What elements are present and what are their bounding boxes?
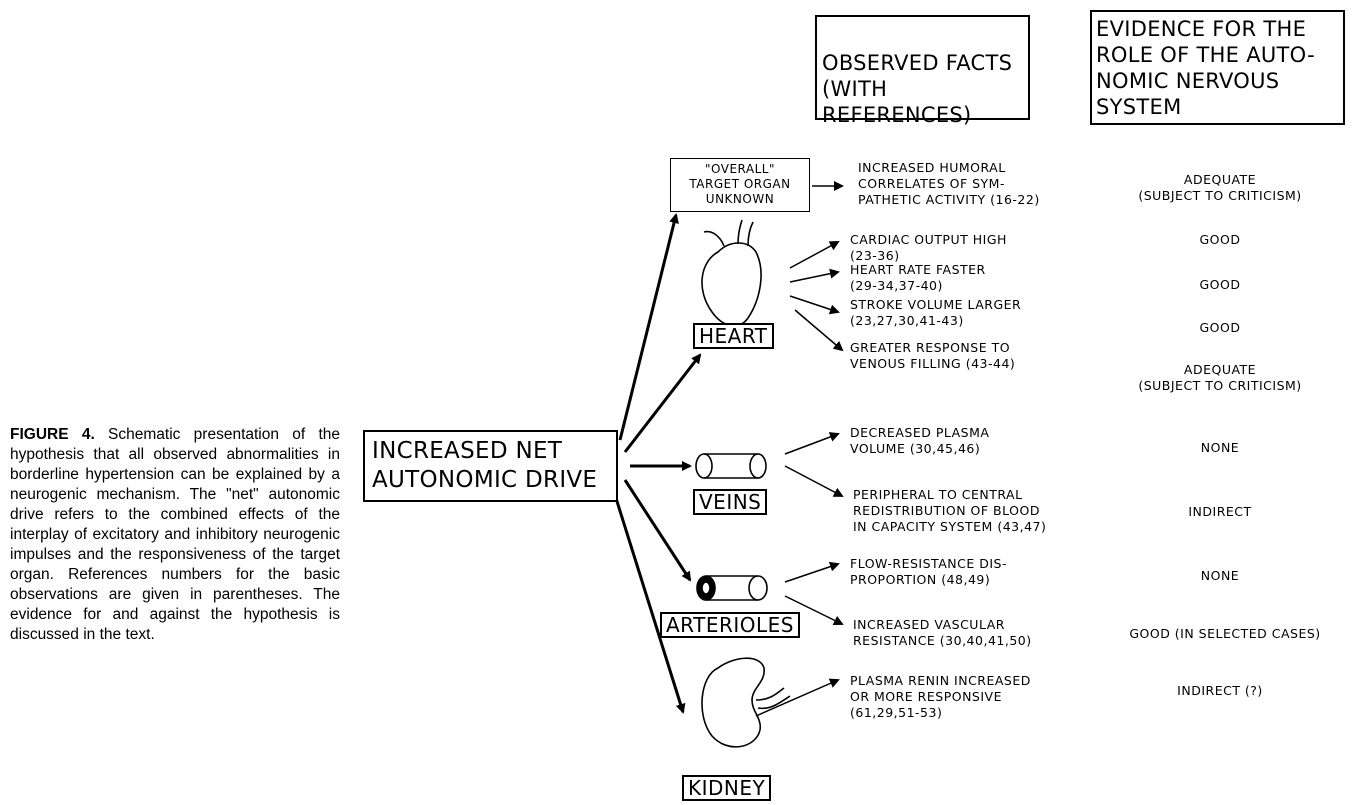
source-box (363, 430, 618, 502)
figure-caption-text: Schematic presentation of the hypothesis… (10, 426, 340, 643)
arrow-heart-response (794, 309, 844, 352)
arrow-to-kidney (613, 494, 686, 714)
evidence-header: EVIDENCE FOR THE ROLE OF THE AUTO- NOMIC… (1096, 17, 1315, 119)
heart-icon (701, 219, 762, 327)
evidence-flow-resistance: NONE (1200, 568, 1240, 583)
evidence-redistribution: INDIRECT (1188, 504, 1252, 519)
fact-humoral: INCREASED HUMORAL CORRELATES OF SYM- PAT… (858, 160, 1040, 207)
figure-label: FIGURE 4. (10, 426, 95, 443)
evidence-venous-response: ADEQUATE (SUBJECT TO CRITICISM) (1138, 362, 1302, 393)
fact-venous-response: GREATER RESPONSE TO VENOUS FILLING (43-4… (850, 340, 1016, 371)
arrow-arterioles-resistance (784, 595, 844, 625)
vein-icon (695, 453, 767, 479)
organ-heart-label: HEART (693, 323, 774, 349)
arrow-arterioles-flow (784, 561, 840, 583)
arrow-veins-plasma (784, 432, 840, 455)
fact-redistribution: PERIPHERAL TO CENTRAL REDISTRIBUTION OF … (853, 487, 1047, 534)
arrow-veins-redistribution (784, 465, 844, 497)
evidence-humoral: ADEQUATE (SUBJECT TO CRITICISM) (1138, 172, 1302, 203)
overall-target-box (670, 158, 810, 212)
arrow-to-arterioles (623, 479, 692, 582)
facts-header-box (815, 15, 1030, 120)
figure-caption: FIGURE 4. Schematic presentation of the … (10, 425, 340, 645)
evidence-cardiac-output: GOOD (1199, 232, 1241, 247)
arrow-heart-rate (789, 268, 840, 283)
fact-stroke-volume: STROKE VOLUME LARGER (23,27,30,41-43) (850, 297, 1022, 328)
fact-heart-rate: HEART RATE FASTER (29-34,37-40) (850, 262, 986, 293)
fact-vascular-resistance: INCREASED VASCULAR RESISTANCE (30,40,41,… (853, 617, 1032, 648)
evidence-header-box (1090, 10, 1345, 125)
organ-veins-label: VEINS (693, 489, 768, 515)
arrow-kidney-renin (755, 678, 840, 717)
fact-plasma-volume: DECREASED PLASMA VOLUME (30,45,46) (850, 425, 990, 456)
fact-cardiac-output: CARDIAC OUTPUT HIGH (23-36) (850, 232, 1007, 263)
evidence-heart-rate: GOOD (1199, 277, 1241, 292)
evidence-plasma-renin: INDIRECT (?) (1177, 683, 1263, 698)
evidence-stroke-volume: GOOD (1199, 320, 1241, 335)
fact-plasma-renin: PLASMA RENIN INCREASED OR MORE RESPONSIV… (850, 673, 1031, 720)
arrow-heart-cardiac (789, 241, 840, 269)
fact-flow-resistance: FLOW-RESISTANCE DIS- PROPORTION (48,49) (850, 556, 1007, 587)
source-label: INCREASED NET AUTONOMIC DRIVE (372, 438, 598, 493)
overall-target-label: "OVERALL" TARGET ORGAN UNKNOWN (689, 162, 791, 206)
evidence-vascular-resistance: GOOD (IN SELECTED CASES) (1129, 626, 1321, 641)
arrow-to-heart (623, 353, 702, 453)
arteriole-icon (696, 575, 768, 601)
evidence-plasma-volume: NONE (1200, 440, 1240, 455)
facts-header: OBSERVED FACTS (WITH REFERENCES) (822, 51, 1013, 127)
organ-arterioles-label: ARTERIOLES (660, 612, 800, 638)
arrow-to-overall (618, 213, 679, 441)
organ-kidney-label: KIDNEY (682, 775, 772, 801)
kidney-icon (701, 657, 791, 748)
arrow-heart-stroke (789, 295, 840, 315)
